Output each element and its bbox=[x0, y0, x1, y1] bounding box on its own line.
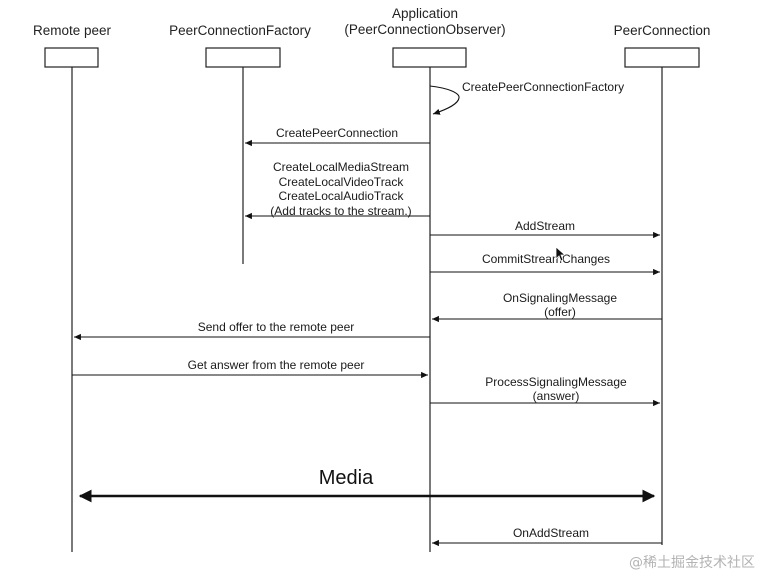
actor-label-factory: PeerConnectionFactory bbox=[169, 23, 311, 38]
actor-label-application-observer: (PeerConnectionObserver) bbox=[344, 22, 505, 37]
msg-commit: CommitStreamChanges bbox=[482, 252, 610, 266]
media-label: Media bbox=[319, 467, 374, 489]
msg-create-media-stream: CreateLocalMediaStream bbox=[273, 160, 409, 174]
msg-get-answer: Get answer from the remote peer bbox=[188, 358, 365, 372]
mouse-cursor-icon bbox=[555, 246, 565, 262]
msg-create-factory: CreatePeerConnectionFactory bbox=[462, 80, 624, 94]
watermark: @稀土掘金技术社区 bbox=[629, 555, 755, 571]
actor-box-factory bbox=[205, 47, 281, 68]
msg-on-signaling: OnSignalingMessage bbox=[503, 291, 617, 305]
msg-on-signaling-offer: (offer) bbox=[544, 305, 576, 319]
actor-box-peer-connection bbox=[624, 47, 700, 68]
msg-add-tracks: (Add tracks to the stream.) bbox=[270, 204, 411, 218]
msg-on-add-stream: OnAddStream bbox=[513, 526, 589, 540]
actor-label-application: Application bbox=[392, 6, 458, 21]
msg-create-video-track: CreateLocalVideoTrack bbox=[279, 175, 405, 189]
msg-add-stream: AddStream bbox=[515, 219, 575, 233]
msg-create-audio-track: CreateLocalAudioTrack bbox=[279, 189, 405, 203]
msg-process-signaling-answer: (answer) bbox=[533, 389, 580, 403]
actor-label-remote-peer: Remote peer bbox=[33, 23, 112, 38]
self-arrow-create-factory bbox=[429, 85, 460, 115]
msg-create-pc: CreatePeerConnection bbox=[276, 126, 398, 140]
msg-send-offer: Send offer to the remote peer bbox=[198, 320, 355, 334]
actor-box-application bbox=[392, 47, 467, 68]
actor-box-remote-peer bbox=[44, 47, 99, 68]
msg-process-signaling: ProcessSignalingMessage bbox=[485, 375, 627, 389]
actor-label-peer-connection: PeerConnection bbox=[614, 23, 711, 38]
